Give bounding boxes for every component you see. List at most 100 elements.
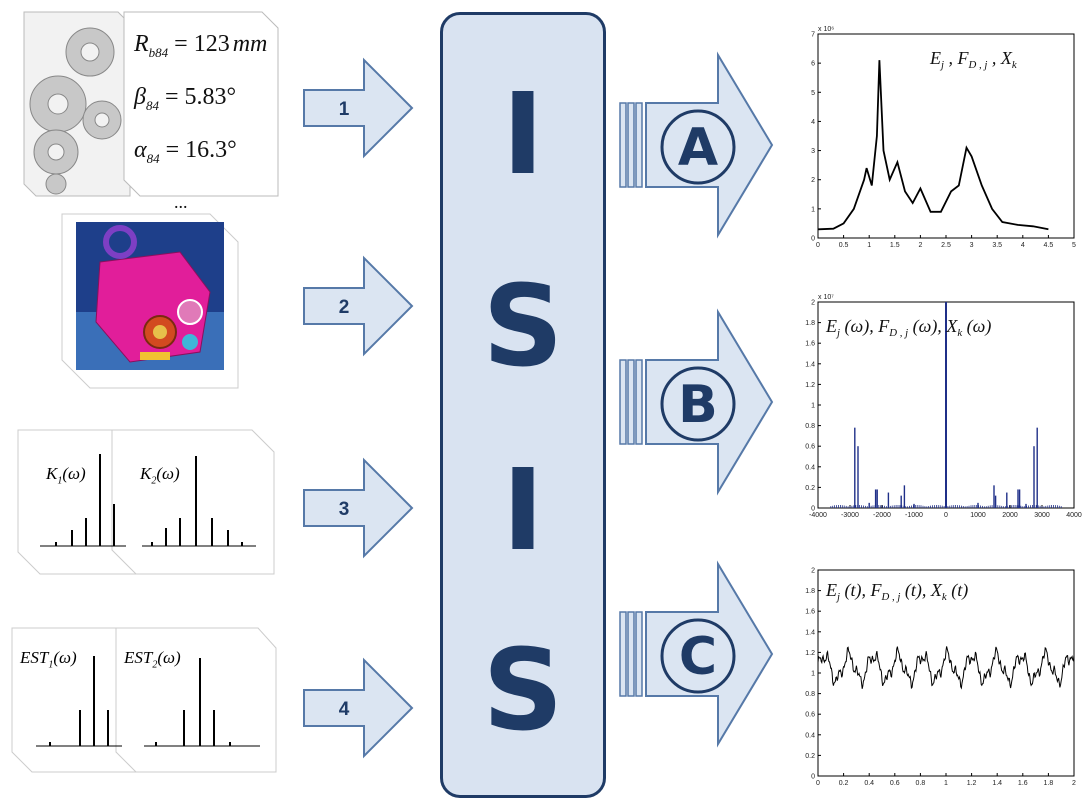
- y-tick-label: 1.8: [805, 588, 815, 595]
- x-tick-label: 3.5: [992, 242, 1002, 249]
- input-card-k-spectra: [17, 429, 275, 575]
- y-tick-label: 0.2: [805, 753, 815, 760]
- y-tick-label: 1: [811, 403, 815, 410]
- y-tick-label: 0: [811, 506, 815, 513]
- y-tick-label: 0.4: [805, 464, 815, 471]
- est2-label: EST2(ω): [124, 648, 181, 671]
- y-tick-label: 1: [811, 671, 815, 678]
- x-tick-label: 4.5: [1044, 242, 1054, 249]
- est1-spectrum-lines: [36, 656, 122, 747]
- isis-letter-1: I: [502, 70, 544, 200]
- x-tick-label: 0.6: [890, 780, 900, 787]
- isis-letter-3: I: [502, 446, 544, 576]
- y-tick-label: 1.4: [805, 629, 815, 636]
- plot-formula: Ej (ω), FD , j (ω), Xk (ω): [825, 316, 991, 339]
- y-tick-label: 1.6: [805, 609, 815, 616]
- input-arrow-4: 4: [303, 657, 414, 759]
- input-card-3d-model: [61, 213, 239, 389]
- param-alpha84: α84 = 16.3°: [134, 136, 237, 166]
- x-tick-label: 5: [1072, 242, 1076, 249]
- x-tick-label: 1.2: [967, 780, 977, 787]
- y-tick-label: 1.6: [805, 341, 815, 348]
- isis-letter-2: S: [482, 262, 564, 392]
- x-tick-label: 1000: [970, 512, 986, 519]
- output-badge-circle: [660, 366, 736, 442]
- x-tick-label: 2.5: [941, 242, 951, 249]
- input-arrow-3: 3: [303, 457, 414, 559]
- x-tick-label: 0: [816, 780, 820, 787]
- input-card-est-spectra: [11, 627, 277, 773]
- x-tick-label: 1.5: [890, 242, 900, 249]
- output-arrow-b: B: [619, 308, 774, 496]
- series-line: [817, 646, 1075, 690]
- x-tick-label: 1.8: [1044, 780, 1054, 787]
- isis-letter-4: S: [482, 626, 564, 756]
- input-arrow-2: 2: [303, 255, 414, 357]
- input-arrow-label: 1: [339, 99, 350, 120]
- plot-frame: [817, 33, 1075, 239]
- est1-label: EST1(ω): [20, 648, 77, 671]
- y-tick-label: 4: [811, 119, 815, 126]
- output-badge-circle: [660, 109, 736, 185]
- input-card-gear-params: [23, 11, 279, 197]
- y-tick-label: 0.6: [805, 712, 815, 719]
- x-tick-label: 4000: [1066, 512, 1082, 519]
- plot-formula: Ej (t), FD , j (t), Xk (t): [825, 580, 968, 603]
- k1-label: K1(ω): [46, 464, 86, 487]
- output-badge-letter: A: [678, 118, 718, 178]
- x-tick-label: 4: [1021, 242, 1025, 249]
- y-tick-label: 2: [811, 300, 815, 307]
- x-tick-label: 1.6: [1018, 780, 1028, 787]
- y-tick-label: 0.8: [805, 423, 815, 430]
- plot-b-frequency: 00.20.40.60.811.21.41.61.82-4000-3000-20…: [805, 294, 1082, 519]
- y-tick-label: 3: [811, 148, 815, 155]
- x-tick-label: 0.8: [916, 780, 926, 787]
- x-tick-label: 1: [867, 242, 871, 249]
- input-arrows: 1 2 3 4: [303, 57, 414, 759]
- y-tick-label: 1.8: [805, 320, 815, 327]
- axis-exponent: x 10⁶: [818, 26, 834, 33]
- output-arrows: A B C: [619, 51, 774, 748]
- output-arrow-a: A: [619, 51, 774, 239]
- y-tick-label: 0: [811, 774, 815, 781]
- series-line: [817, 60, 1049, 231]
- x-tick-label: 3: [970, 242, 974, 249]
- x-tick-label: 1.4: [992, 780, 1002, 787]
- y-tick-label: 0: [811, 236, 815, 243]
- y-tick-label: 7: [811, 32, 815, 39]
- x-tick-label: 0: [944, 512, 948, 519]
- k2-spectrum-lines: [142, 456, 256, 547]
- x-tick-label: 0.2: [839, 780, 849, 787]
- y-tick-label: 2: [811, 568, 815, 575]
- x-tick-label: 3000: [1034, 512, 1050, 519]
- output-arrow-c: C: [619, 560, 774, 748]
- x-tick-label: 0.4: [864, 780, 874, 787]
- input-arrow-label: 3: [339, 499, 350, 520]
- x-tick-label: 0.5: [839, 242, 849, 249]
- x-tick-label: -1000: [905, 512, 923, 519]
- y-tick-label: 1.2: [805, 650, 815, 657]
- x-tick-label: -4000: [809, 512, 827, 519]
- x-tick-label: -2000: [873, 512, 891, 519]
- y-tick-label: 0.8: [805, 691, 815, 698]
- noise-floor: [830, 505, 1062, 508]
- isis-box: [440, 12, 606, 798]
- y-tick-label: 1.2: [805, 382, 815, 389]
- y-tick-label: 1: [811, 206, 815, 213]
- output-badge-letter: B: [678, 375, 718, 435]
- input-arrow-label: 4: [339, 699, 350, 720]
- y-tick-label: 0.2: [805, 485, 815, 492]
- x-tick-label: -3000: [841, 512, 859, 519]
- y-tick-label: 6: [811, 61, 815, 68]
- output-badge-circle: [660, 618, 736, 694]
- param-beta84: β84 = 5.83°: [134, 83, 237, 113]
- y-tick-label: 2: [811, 177, 815, 184]
- x-tick-label: 2: [918, 242, 922, 249]
- param-ellipsis: ...: [174, 192, 188, 213]
- input-arrow-label: 2: [339, 297, 350, 318]
- gearbox-model: [95, 225, 211, 363]
